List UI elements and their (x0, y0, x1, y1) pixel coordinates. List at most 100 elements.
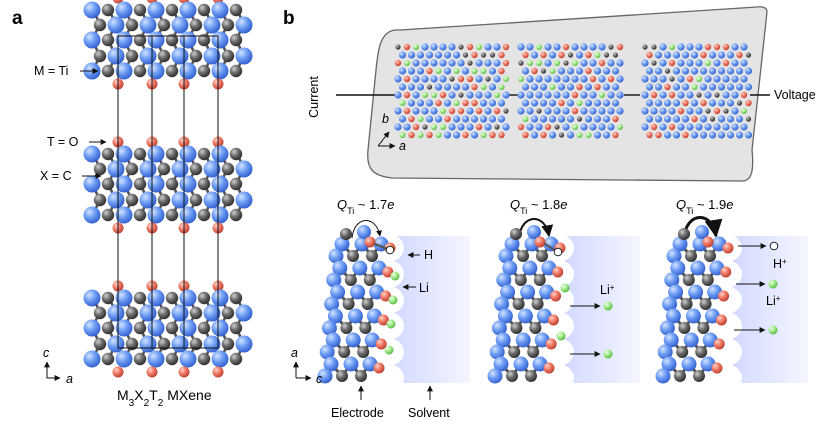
atom-o (543, 362, 555, 374)
atom-ti (659, 123, 667, 131)
atom-ti (398, 83, 407, 91)
atom-ti (672, 83, 681, 91)
atom-li (576, 100, 583, 106)
atom-ti (589, 107, 597, 115)
atom-ti (699, 131, 708, 139)
atom-ti (666, 248, 682, 264)
atom-ti (704, 91, 712, 99)
atom-c (458, 92, 464, 98)
atom-ti (496, 272, 512, 288)
atom-c (133, 64, 147, 78)
atom-c (510, 322, 523, 334)
atom-c (340, 228, 352, 240)
atom-ti (731, 91, 739, 99)
atom-ti (641, 107, 649, 115)
atom-ti (317, 368, 333, 384)
atom-ti (535, 123, 543, 131)
atom-li (518, 76, 524, 82)
atom-ti (589, 43, 597, 51)
atom-c (165, 321, 179, 335)
atom-li (768, 325, 778, 335)
atom-o (146, 366, 158, 378)
atom-c (165, 147, 179, 161)
atom-ti (548, 99, 557, 107)
atom-c (714, 92, 720, 98)
atom-li (572, 60, 578, 66)
label-solvent: Solvent (408, 406, 450, 420)
atom-c (197, 208, 211, 222)
atom-ti (484, 107, 492, 115)
atom-ti (466, 91, 474, 99)
atom-ti (726, 99, 735, 107)
atom-ti (713, 123, 721, 131)
atom-ti (443, 99, 452, 107)
panel-a-letter: a (12, 8, 23, 29)
atom-ti (439, 43, 447, 51)
atom-ti (434, 51, 443, 59)
atom-o (462, 131, 469, 139)
atom-ti (470, 115, 479, 123)
atom-ti (147, 31, 165, 49)
atom-ti (434, 83, 443, 91)
atom-ti (744, 131, 753, 139)
atom-c (525, 370, 537, 382)
atom-ti (566, 131, 575, 139)
atom-c (709, 116, 716, 122)
atom-o (616, 43, 624, 51)
atom-ti (663, 131, 672, 139)
atom-o (522, 131, 529, 139)
atom-li (741, 108, 747, 114)
atom-ti (324, 296, 340, 312)
atom-li (503, 76, 509, 82)
atom-ti (704, 123, 712, 131)
atom-ti (659, 320, 675, 336)
atom-c (361, 298, 374, 310)
atom-c (165, 208, 179, 222)
atom-ti (616, 107, 624, 115)
atom-ti (548, 115, 557, 123)
label-h-ion-3: H+ (773, 257, 787, 272)
atom-li (527, 60, 533, 66)
atom-ti (147, 206, 165, 224)
atom-li (494, 92, 500, 98)
atom-ti (654, 67, 663, 75)
atom-o (439, 91, 447, 99)
atom-ti (681, 356, 697, 372)
atom-ti (430, 75, 438, 83)
atom-li (388, 295, 398, 305)
atom-ti (580, 107, 588, 115)
atom-o (471, 99, 478, 107)
atom-ti (544, 107, 552, 115)
atom-ti (584, 83, 593, 91)
atom-ti (611, 67, 620, 75)
atom-c (567, 52, 574, 58)
atom-c (336, 370, 348, 382)
atom-c (603, 52, 610, 58)
atom-ti (663, 332, 679, 348)
label-x-c: X = C (40, 169, 72, 183)
atom-o (713, 43, 721, 51)
atom-c (506, 370, 518, 382)
atom-o (498, 131, 505, 139)
atom-c (101, 3, 115, 17)
atom-ti (452, 83, 461, 91)
atom-ti (530, 51, 539, 59)
atom-ti (513, 356, 529, 372)
atom-c (723, 108, 729, 114)
atom-c (736, 100, 743, 106)
atom-c (229, 291, 243, 305)
atom-ti (452, 51, 461, 59)
atom-c (101, 321, 115, 335)
atom-c (189, 193, 203, 207)
atom-ti (235, 304, 253, 322)
atom-o (668, 59, 676, 67)
atom-o (589, 75, 597, 83)
atom-ti (502, 260, 518, 276)
atom-o (466, 43, 474, 51)
atom-ti (407, 67, 416, 75)
atom-o (677, 107, 685, 115)
atom-c (608, 44, 614, 50)
atom-ti (352, 260, 368, 276)
atom-c (682, 274, 695, 286)
